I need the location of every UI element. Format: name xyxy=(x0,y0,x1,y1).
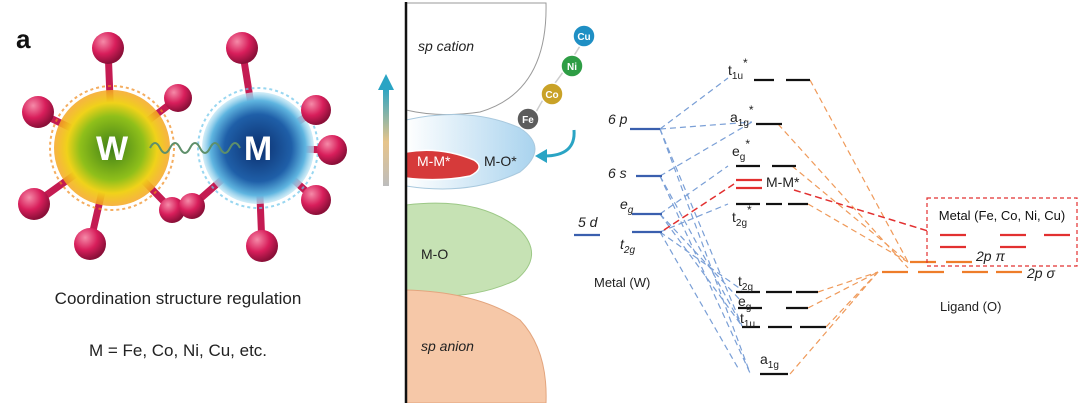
metal-connector-line xyxy=(659,128,751,374)
ligand-connector-line xyxy=(809,79,909,263)
ligand-o-label: Ligand (O) xyxy=(940,299,1001,314)
label-a1g: a1g xyxy=(760,351,779,371)
metal-box xyxy=(926,197,1078,267)
label-2p-sigma: 2p σ xyxy=(1026,265,1055,281)
label-t1u: t1u xyxy=(740,310,755,330)
energy-arrow-bar xyxy=(383,88,389,186)
metal-ball-co xyxy=(540,82,564,106)
energy-arrow-head xyxy=(378,74,394,90)
energy-level-lines xyxy=(574,78,1070,376)
label-t2g-star: t2g* xyxy=(732,203,752,229)
label-6s: 6 s xyxy=(608,165,627,181)
ligand-connector-line xyxy=(807,271,879,309)
metal-ball-label: Fe xyxy=(522,115,534,126)
metal-metal-spring xyxy=(149,142,241,154)
label-t2g: t2g xyxy=(738,273,753,293)
metal-connector-line xyxy=(659,77,729,130)
oxygen-ligand-balls xyxy=(18,32,347,262)
metal-connector-line xyxy=(659,231,739,369)
label-a1g-star: a1g* xyxy=(730,103,754,129)
metal-ball-label: Ni xyxy=(567,62,577,73)
sp-anion-band xyxy=(405,289,547,403)
metal-connector-line xyxy=(659,165,729,215)
coordination-structure-illustration: W M xyxy=(18,32,347,262)
coordination-caption: Coordination structure regulation xyxy=(55,289,302,308)
m-atom-glow xyxy=(202,92,314,204)
label-5d: 5 d xyxy=(578,214,599,230)
mm-connector-line xyxy=(793,189,929,232)
label-mm-star: M-M* xyxy=(766,174,800,190)
metal-connector-line xyxy=(659,175,751,374)
w-atom-label: W xyxy=(96,130,129,168)
sp-cation-label: sp cation xyxy=(418,38,474,54)
metal-connector-line xyxy=(659,121,753,130)
mm-star-band xyxy=(405,149,480,181)
mo-star-label: M-O* xyxy=(484,153,517,169)
metal-ball-label: Cu xyxy=(577,32,590,43)
mo-connector-lines xyxy=(659,77,929,375)
metal-connector-line xyxy=(659,121,753,177)
metal-connector-line xyxy=(659,203,729,233)
m-atom-label: M xyxy=(244,130,272,168)
label-t1u-star: t1u* xyxy=(728,56,748,82)
mo-label: M-O xyxy=(421,246,448,262)
composition-caption: M = Fe, Co, Ni, Cu, etc. xyxy=(89,341,267,360)
metal-w-label: Metal (W) xyxy=(594,275,650,290)
metal-connector-line xyxy=(659,175,743,327)
band-schematic: sp cation M-M* M-O* M-O sp anion CuNiCoF… xyxy=(378,2,596,403)
metal-box-label: Metal (Fe, Co, Ni, Cu) xyxy=(939,208,1065,223)
ligand-connector-line xyxy=(791,165,909,263)
label-eg: eg xyxy=(620,196,634,216)
metal-connector-line xyxy=(659,128,743,327)
label-eg-bonding: eg xyxy=(738,293,751,313)
ligand-connector-line xyxy=(789,271,879,375)
label-eg-star: eg* xyxy=(732,137,750,163)
metal-ball-fe xyxy=(516,107,540,131)
metal-connector-line xyxy=(659,213,743,327)
ligand-connector-line xyxy=(817,271,879,293)
label-t2g-metal: t2g xyxy=(620,236,635,256)
label-2p-pi: 2p π xyxy=(975,248,1005,264)
w-atom-glow-ring xyxy=(49,85,175,211)
mm-connector-line xyxy=(663,183,735,231)
panel-label: a xyxy=(16,24,31,54)
metal-doping-arrow xyxy=(543,129,576,158)
metal-connector-line xyxy=(659,213,743,303)
w-atom-glow xyxy=(54,90,170,206)
metal-doping-arrowhead xyxy=(535,149,547,163)
sp-cation-band xyxy=(405,2,547,116)
mm-star-label: M-M* xyxy=(417,153,451,169)
metal-ball-ni xyxy=(560,54,584,78)
label-6p: 6 p xyxy=(608,111,628,127)
metal-ball-label: Co xyxy=(545,90,558,101)
sp-anion-label: sp anion xyxy=(421,338,474,354)
metal-connector-line xyxy=(659,231,743,291)
metal-ball-cu xyxy=(572,24,596,48)
